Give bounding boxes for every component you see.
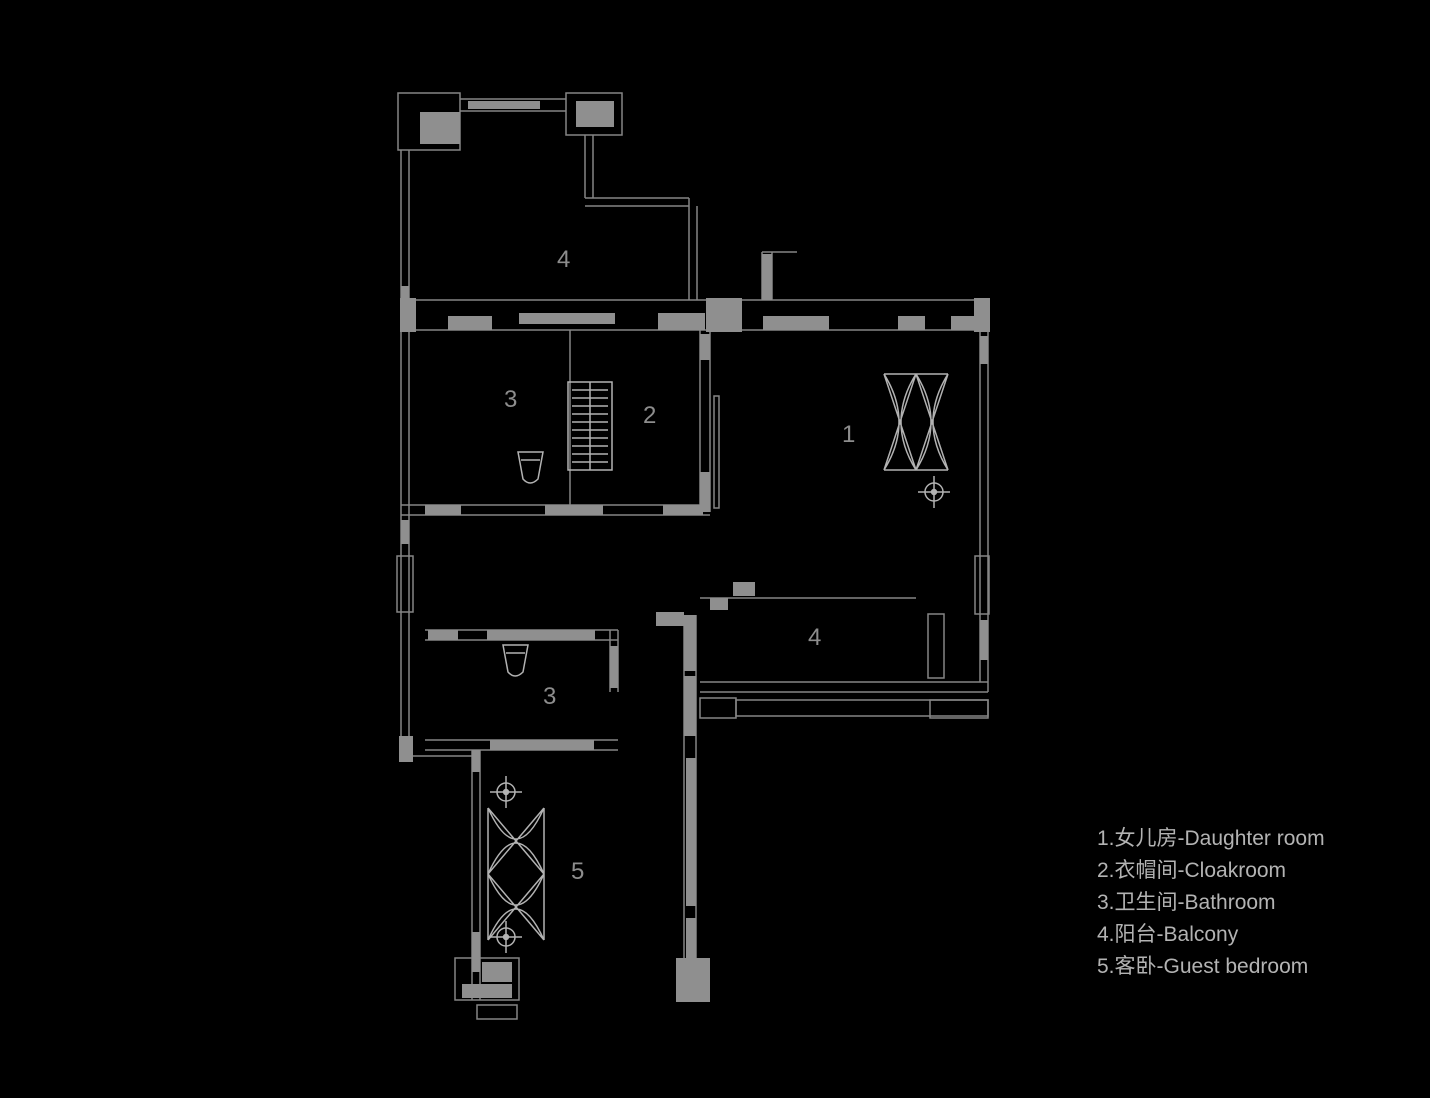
wall-fills-layer: [399, 101, 990, 1002]
legend: 1.女儿房-Daughter room 2.衣帽间-Cloakroom 3.卫生…: [1097, 823, 1325, 983]
legend-item-bathroom: 3.卫生间-Bathroom: [1097, 891, 1276, 914]
room-label-cloakroom: 2: [643, 402, 657, 429]
room-label-bathroom-upper: 3: [504, 386, 518, 413]
room-label-balcony-mid: 4: [808, 624, 822, 651]
room-label-balcony-top: 4: [557, 246, 571, 273]
wardrobe-icon: [567, 381, 613, 471]
bed-icon-room5: [487, 807, 545, 941]
ceiling-light-icon: [490, 776, 522, 808]
room-label-bathroom-lower: 3: [543, 683, 557, 710]
ceiling-light-icon: [490, 921, 522, 953]
legend-item-cloakroom: 2.衣帽间-Cloakroom: [1097, 859, 1287, 882]
legend-item-balcony: 4.阳台-Balcony: [1097, 923, 1239, 946]
bed-icon-room1: [883, 373, 949, 471]
toilet-icon-upper: [517, 451, 544, 484]
legend-item-daughter-room: 1.女儿房-Daughter room: [1097, 827, 1325, 850]
room-label-daughter-room: 1: [842, 421, 856, 448]
ceiling-light-icon: [918, 476, 950, 508]
room-label-guest-bedroom: 5: [571, 858, 585, 885]
legend-item-guest-bedroom: 5.客卧-Guest bedroom: [1097, 955, 1309, 978]
toilet-icon-lower: [502, 644, 529, 677]
